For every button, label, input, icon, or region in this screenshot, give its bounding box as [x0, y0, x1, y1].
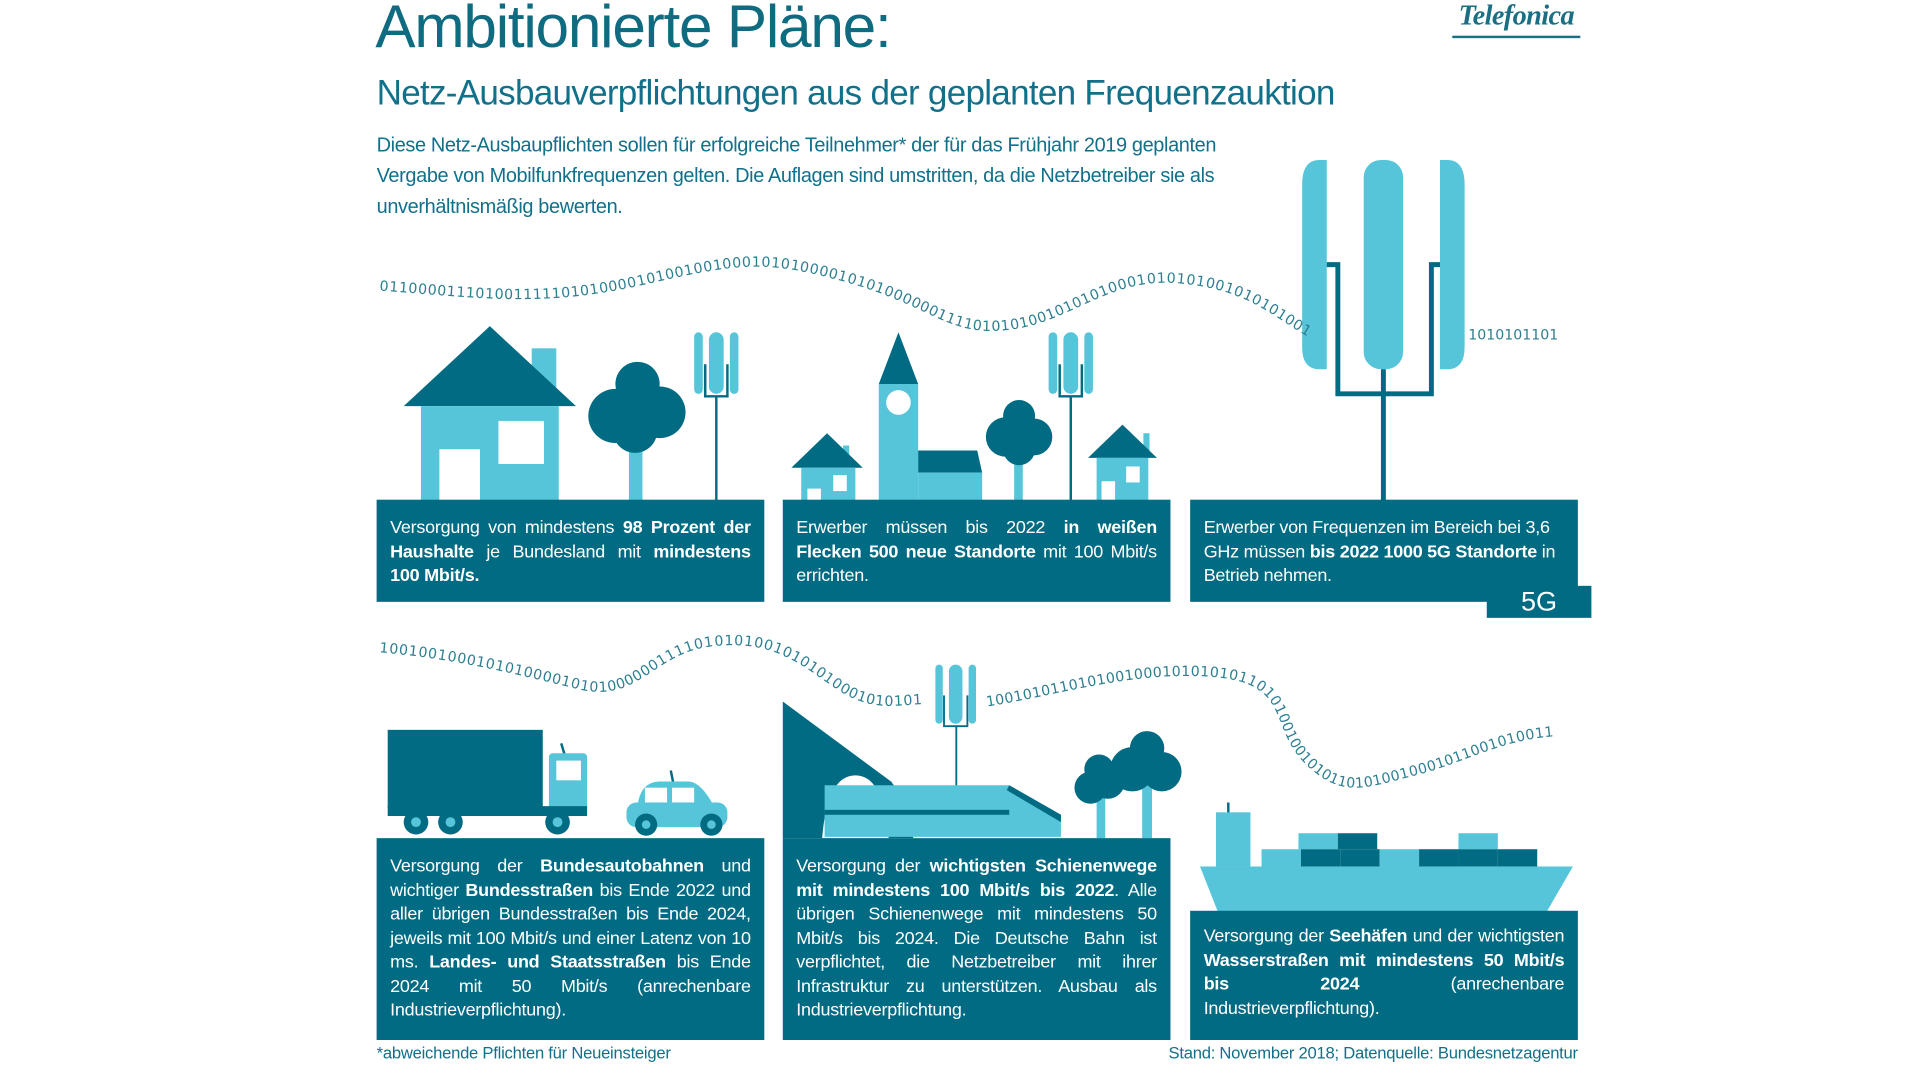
box-text: in Betrieb nehmen. [1203, 542, 1556, 586]
train-icon [824, 785, 1061, 837]
tree-icon [588, 361, 686, 505]
info-box-waterways: Versorgung der Seehäfen und der wichtigs… [1190, 910, 1578, 1041]
info-box-white-spots: Erwerber müssen bis 2022 in weißen Fleck… [782, 499, 1171, 602]
box-text: mit 100 Mbit/s errichten. [796, 542, 1157, 586]
info-box-households: Versorgung von mindestens 98 Prozent der… [376, 499, 765, 602]
box-text-bold: in weißen Flecken 500 neue Standorte [796, 518, 1157, 562]
info-box-rail: Versorgung der wichtigsten Schienenwege … [782, 838, 1171, 1041]
5g-badge: 5G [1486, 585, 1592, 618]
box-text-bold: Wasserstraßen mit mindestens 50 Mbit/s b… [1203, 950, 1565, 995]
box-text: . Alle übrigen Schienenwege mit mindeste… [796, 880, 1157, 1021]
antenna-icon [1048, 332, 1093, 503]
box-text-bold: Bundesstraßen [465, 880, 593, 901]
intro-text: Diese Netz-Ausbaupflichten sollen für er… [376, 134, 1217, 218]
box-text: Versorgung der [390, 856, 541, 877]
antenna-icon [935, 664, 977, 788]
telefonica-logo: Telefonica [1452, 0, 1581, 39]
car-icon [626, 770, 728, 836]
box-text: Erwerber müssen bis 2022 [796, 518, 1064, 538]
box-text: bis Ende 2022 und aller übrigen Bundesst… [390, 880, 751, 973]
truck-icon [387, 729, 588, 835]
box-text: Versorgung der [796, 856, 930, 877]
village-icon [791, 332, 1157, 511]
footnote: *abweichende Pflichten für Neueinsteiger [376, 1043, 671, 1063]
box-text-bold: wichtigsten Schienenwege mit mindestens … [796, 856, 1157, 901]
box-text-bold: Seehäfen [1329, 926, 1408, 947]
box-text: je Bundesland mit [473, 542, 654, 562]
page-title: Ambitionierte Pläne: [375, 0, 891, 61]
box-text-bold: Bundesautobahnen [540, 856, 704, 877]
trees-icon [1074, 731, 1182, 839]
antenna-icon [694, 332, 739, 503]
source-note: Stand: November 2018; Datenquelle: Bunde… [1168, 1043, 1579, 1063]
logo-underline [1452, 35, 1581, 38]
house-icon [403, 326, 577, 513]
box-text-bold: 98 Prozent der Haushalte [390, 518, 751, 562]
logo-wordmark: Telefonica [1458, 0, 1575, 31]
5g-tower-icon [1302, 160, 1465, 503]
box-text: und der wichtigsten [1407, 926, 1565, 947]
box-text: (anrechenbare Industrieverpflichtung). [1203, 974, 1565, 1019]
ship-icon [1200, 802, 1573, 914]
box-text: und wichtiger [390, 856, 751, 901]
page-subtitle: Netz-Ausbauverpflichtungen aus der gepla… [376, 73, 1336, 114]
box-text-bold: Landes- und Staatsstraßen [429, 952, 666, 973]
box-text: Versorgung der [1203, 926, 1330, 947]
info-box-5g: Erwerber von Frequenzen im Bereich bei 3… [1190, 499, 1578, 602]
box-text: Versorgung von mindestens [390, 518, 623, 538]
box-text: bis Ende 2024 mit 50 Mbit/s (anrechenbar… [390, 952, 751, 1021]
box-text: Erwerber von Frequenzen im Bereich bei 3… [1203, 518, 1550, 562]
box-text-bold: mindestens 100 Mbit/s. [390, 542, 751, 586]
info-box-roads: Versorgung der Bundesautobahnen und wich… [376, 838, 765, 1041]
box-text-bold: bis 2022 1000 5G Standorte [1309, 542, 1538, 562]
